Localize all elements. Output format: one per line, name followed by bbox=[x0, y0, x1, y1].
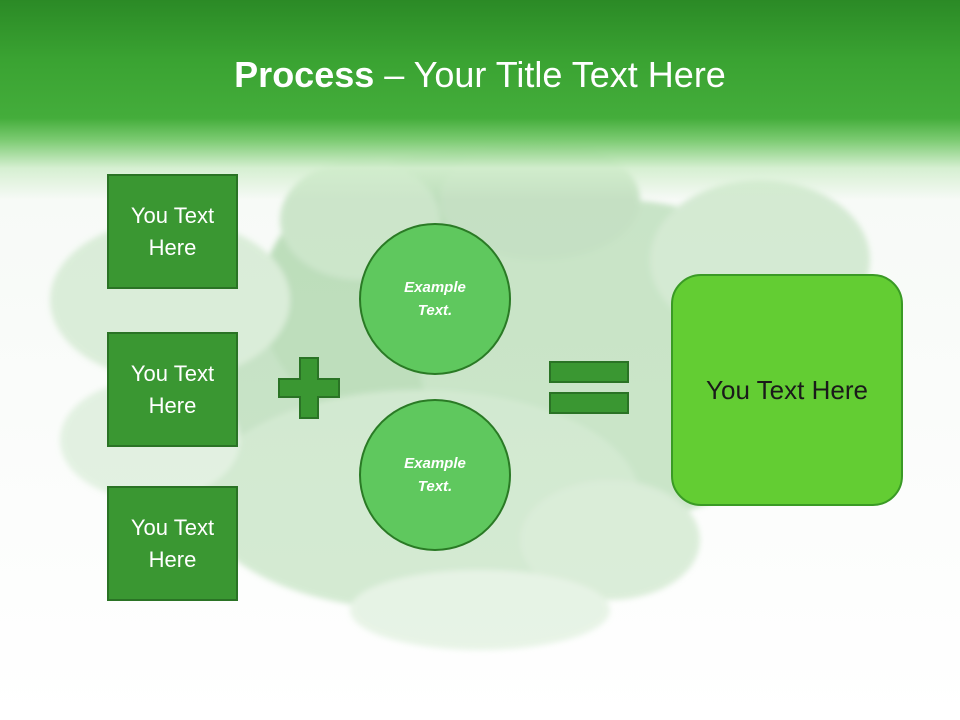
input-box-3[interactable]: You Text Here bbox=[107, 486, 238, 601]
title-rest-part: – Your Title Text Here bbox=[374, 54, 726, 95]
example-circle-2[interactable]: Example Text. bbox=[359, 399, 511, 551]
plus-icon bbox=[278, 357, 340, 419]
input-box-1[interactable]: You Text Here bbox=[107, 174, 238, 289]
slide-title: Process – Your Title Text Here bbox=[0, 52, 960, 98]
input-box-2[interactable]: You Text Here bbox=[107, 332, 238, 447]
example-circle-1[interactable]: Example Text. bbox=[359, 223, 511, 375]
title-bold-part: Process bbox=[234, 54, 375, 95]
title-bar bbox=[0, 0, 960, 200]
equals-icon bbox=[549, 361, 629, 414]
result-box[interactable]: You Text Here bbox=[671, 274, 903, 506]
